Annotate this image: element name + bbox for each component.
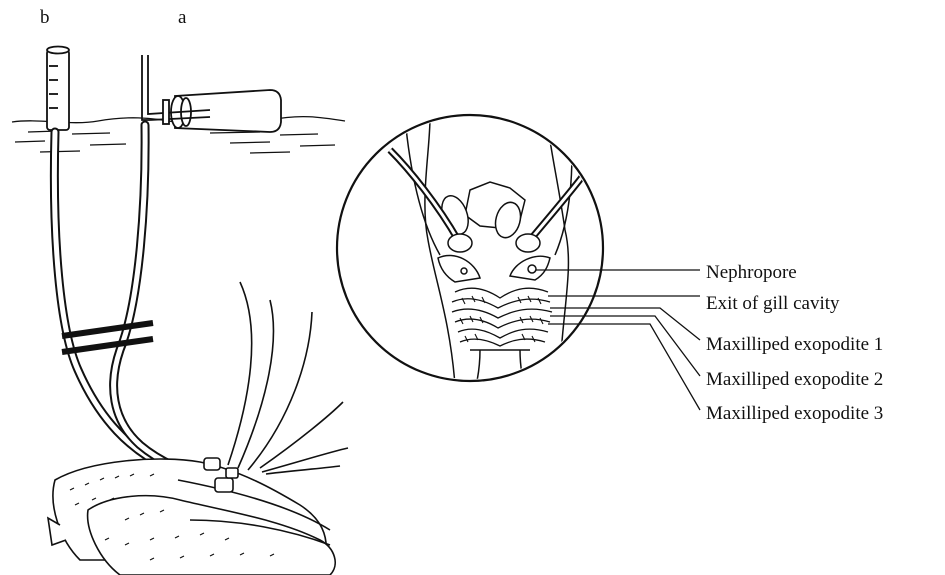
panel-letter-a: a [178, 8, 186, 27]
callout-maxilliped-exopodite-1: Maxilliped exopodite 1 [706, 335, 883, 354]
magnified-view [337, 115, 612, 390]
bottle-a [142, 55, 281, 132]
panel-letter-b: b [40, 8, 50, 27]
hoses [54, 125, 215, 482]
callout-maxilliped-exopodite-3: Maxilliped exopodite 3 [706, 404, 883, 423]
pipette-b [47, 47, 69, 131]
callout-maxilliped-exopodite-2: Maxilliped exopodite 2 [706, 370, 883, 389]
callout-exit-of-gill-cavity: Exit of gill cavity [706, 294, 840, 313]
lobster-drawing [48, 282, 348, 575]
callout-nephropore: Nephropore [706, 263, 797, 282]
break-marks [62, 323, 153, 352]
